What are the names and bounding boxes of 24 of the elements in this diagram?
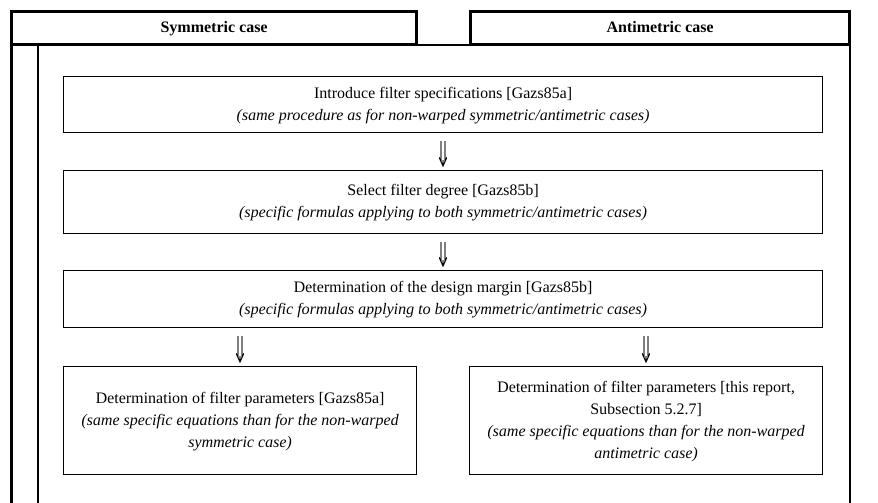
header-text: Symmetric case	[160, 18, 268, 38]
double-arrow	[641, 336, 651, 363]
double-arrow	[235, 336, 245, 363]
step-note: (same specific equations than for the non-warped antimetric case)	[486, 422, 806, 464]
step-note: (same specific equations than for the non-warped symmetric case)	[80, 410, 400, 452]
step-note: (same procedure as for non-warped symmetric/antimetric cases)	[236, 106, 650, 126]
step-title: Determination of the design margin [Gazs85b]	[294, 278, 592, 298]
step-note: (specific formulas applying to both symmetric/antimetric cases)	[239, 300, 647, 320]
process-box	[63, 270, 823, 328]
step-title: Introduce filter specifications [Gazs85a]	[314, 84, 572, 104]
frame-box	[37, 44, 851, 503]
case-header	[469, 10, 851, 46]
step-title: Select filter degree [Gazs85b]	[347, 181, 539, 201]
process-box	[63, 366, 417, 475]
header-text: Antimetric case	[606, 18, 714, 38]
process-box	[469, 366, 823, 475]
double-arrow	[438, 140, 448, 167]
process-box	[63, 170, 823, 234]
step-title: Determination of filter parameters [Gazs85a]	[96, 388, 384, 408]
step-note: (specific formulas applying to both symmetric/antimetric cases)	[239, 203, 647, 223]
process-box	[63, 76, 823, 133]
step-title: Determination of filter parameters [this report, Subsection 5.2.7]	[496, 378, 796, 420]
case-header	[10, 10, 418, 46]
double-arrow	[438, 242, 448, 267]
